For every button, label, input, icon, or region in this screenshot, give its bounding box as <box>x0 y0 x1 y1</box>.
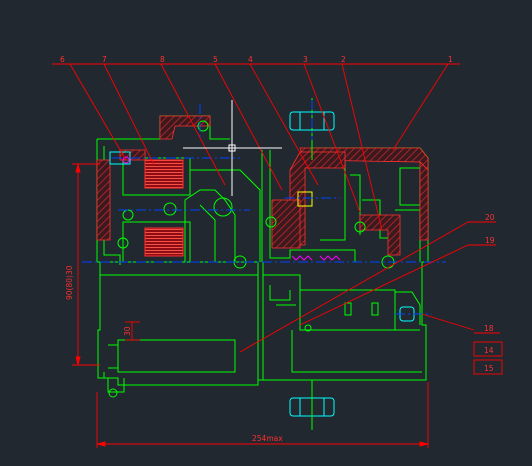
callout-8: 8 <box>160 55 165 64</box>
callout-18: 18 <box>484 324 494 333</box>
crosshair-cursor[interactable] <box>183 100 282 196</box>
callout-2: 2 <box>341 55 346 64</box>
callout-4: 4 <box>248 55 253 64</box>
top-cap-hatch <box>159 115 211 140</box>
centerlines <box>82 100 446 315</box>
dimension-lines <box>72 163 429 448</box>
right-wall-hatch <box>419 161 429 241</box>
lower-chute-hatch <box>359 214 401 256</box>
callout-15: 15 <box>484 364 494 373</box>
core-block <box>190 169 261 262</box>
dimension-small: 30 <box>123 326 132 336</box>
lower-coil <box>144 227 184 257</box>
hatched-sections <box>96 115 429 256</box>
dimension-height: 90(80)30 <box>65 265 74 300</box>
callout-5: 5 <box>213 55 218 64</box>
pins <box>108 120 395 398</box>
callout-6: 6 <box>60 55 65 64</box>
callout-20: 20 <box>485 213 495 222</box>
upper-coil <box>144 159 184 189</box>
spring-contacts <box>122 156 341 261</box>
left-wall-hatch <box>96 159 111 241</box>
contact-carrier-hatch <box>271 199 301 249</box>
leader-lines <box>52 63 503 375</box>
callout-19: 19 <box>485 236 495 245</box>
callout-1: 1 <box>448 55 453 64</box>
callout-14: 14 <box>484 346 494 355</box>
lower-housing-outline <box>100 261 259 385</box>
dimension-width: 254max <box>252 434 283 443</box>
callout-7: 7 <box>102 55 107 64</box>
callout-3: 3 <box>303 55 308 64</box>
